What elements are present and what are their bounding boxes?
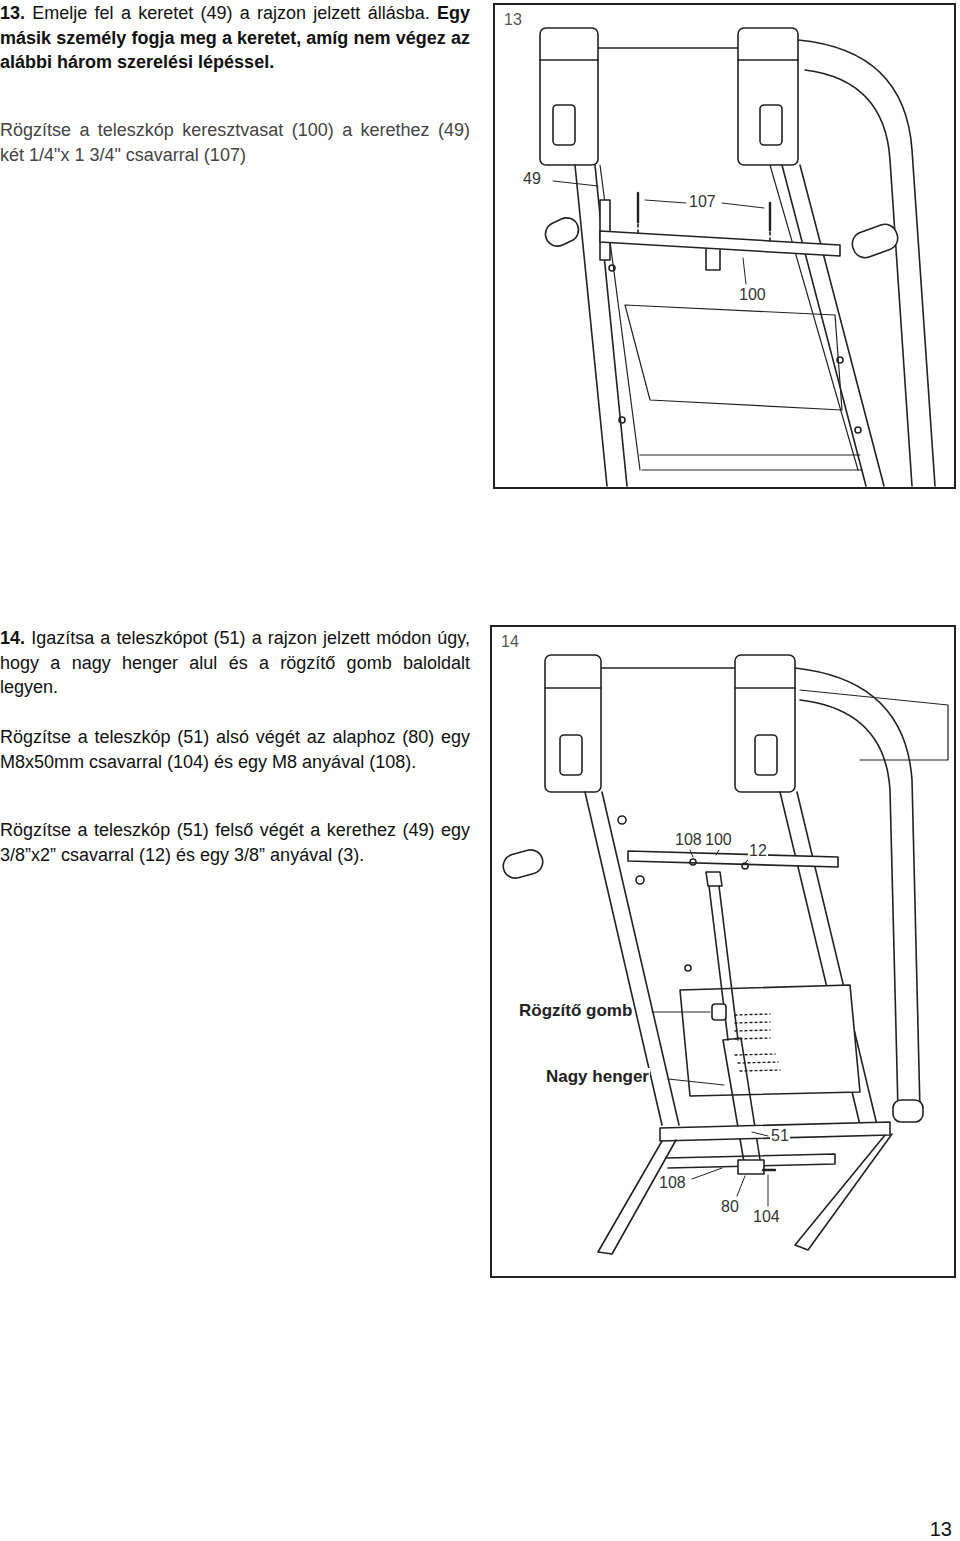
- callout-number: 108: [658, 1174, 687, 1192]
- figure-number: 13: [504, 11, 522, 29]
- instruction-text: Rögzítse a teleszkóp keresztvasat (100) …: [0, 120, 470, 165]
- figure-frame: 13: [493, 3, 956, 489]
- figure-number: 14: [501, 633, 519, 651]
- callout-number: 49: [522, 170, 542, 188]
- instruction-text: Rögzítse a teleszkóp (51) alsó végét az …: [0, 727, 470, 772]
- instruction-paragraph: Rögzítse a teleszkóp keresztvasat (100) …: [0, 118, 470, 167]
- callout-number: 80: [720, 1198, 740, 1216]
- instruction-text: Emelje fel a keretet (49) a rajzon jelze…: [32, 3, 429, 23]
- instruction-paragraph: Rögzítse a teleszkóp (51) alsó végét az …: [0, 725, 470, 774]
- instruction-text: Igazítsa a teleszkópot (51) a rajzon jel…: [0, 628, 470, 697]
- figure-frame: 14: [490, 625, 956, 1278]
- treadmill-frame-figure-14: [501, 655, 948, 1254]
- callout-number: 100: [704, 831, 733, 849]
- treadmill-frame-figure-13: [540, 28, 935, 486]
- part-name: Nagy henger: [545, 1068, 650, 1086]
- bold-instruction-text: 14.: [0, 628, 25, 648]
- callout-number: 100: [738, 286, 767, 304]
- instruction-paragraph: 13. Emelje fel a keretet (49) a rajzon j…: [0, 1, 470, 75]
- instruction-paragraph: 14. Igazítsa a teleszkópot (51) a rajzon…: [0, 626, 470, 700]
- page-number: 13: [930, 1518, 952, 1541]
- bold-instruction-text: 13.: [0, 3, 25, 23]
- callout-number: 107: [688, 193, 717, 211]
- part-name: Rögzítő gomb: [518, 1002, 633, 1020]
- callout-number: 12: [748, 842, 768, 860]
- callout-number: 51: [770, 1127, 790, 1145]
- callout-number: 104: [752, 1208, 781, 1226]
- instruction-text: Rögzítse a teleszkóp (51) felső végét a …: [0, 820, 470, 865]
- instruction-paragraph: Rögzítse a teleszkóp (51) felső végét a …: [0, 818, 470, 867]
- callout-number: 108: [674, 831, 703, 849]
